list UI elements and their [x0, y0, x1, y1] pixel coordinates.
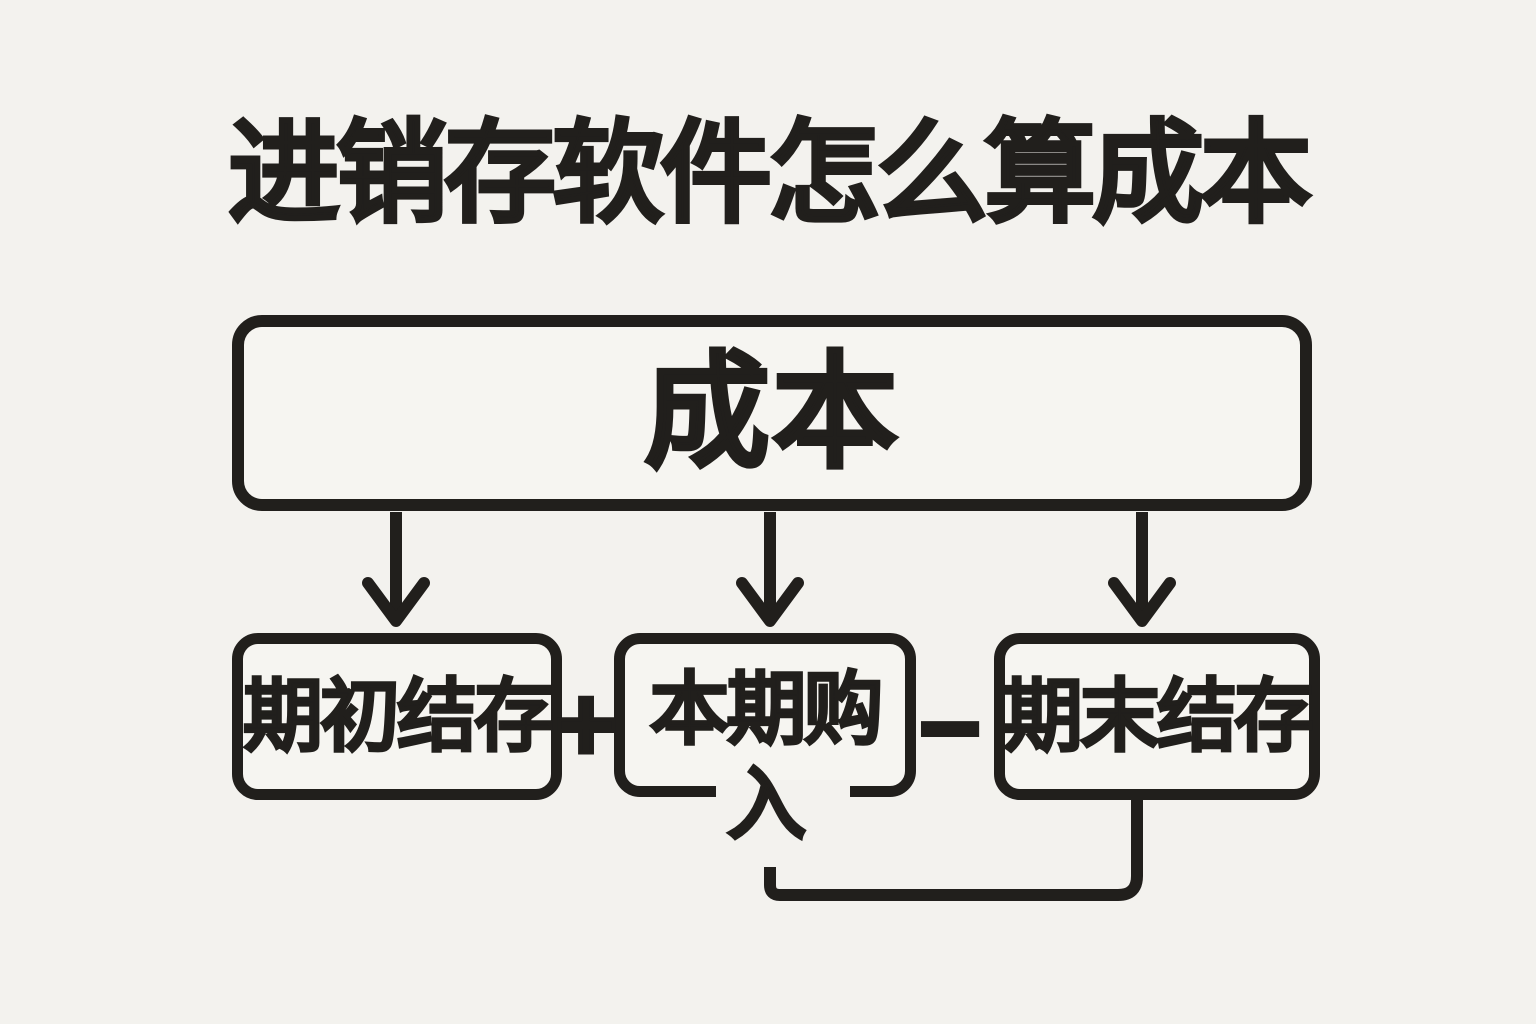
cost-box-label: 成本	[643, 342, 900, 483]
beginning-balance-label: 期初结存	[242, 671, 555, 761]
current-purchase-label-line1: 本期购	[649, 664, 885, 755]
current-purchase-label-line2: 入	[726, 759, 808, 850]
down-arrow-head-icon	[736, 577, 804, 627]
minus-operator: −	[916, 667, 983, 788]
plus-operator: +	[552, 663, 619, 784]
ending-balance-label: 期末结存	[1002, 671, 1315, 761]
down-arrow-head-icon	[362, 577, 430, 627]
ending-balance-box: 期末结存	[994, 633, 1320, 800]
current-purchase-label: 本期购 入	[614, 662, 916, 852]
beginning-balance-box: 期初结存	[232, 633, 562, 800]
cost-box: 成本	[232, 315, 1312, 511]
page-title: 进销存软件怎么算成本	[227, 111, 1314, 236]
down-arrow-head-icon	[1108, 577, 1176, 627]
